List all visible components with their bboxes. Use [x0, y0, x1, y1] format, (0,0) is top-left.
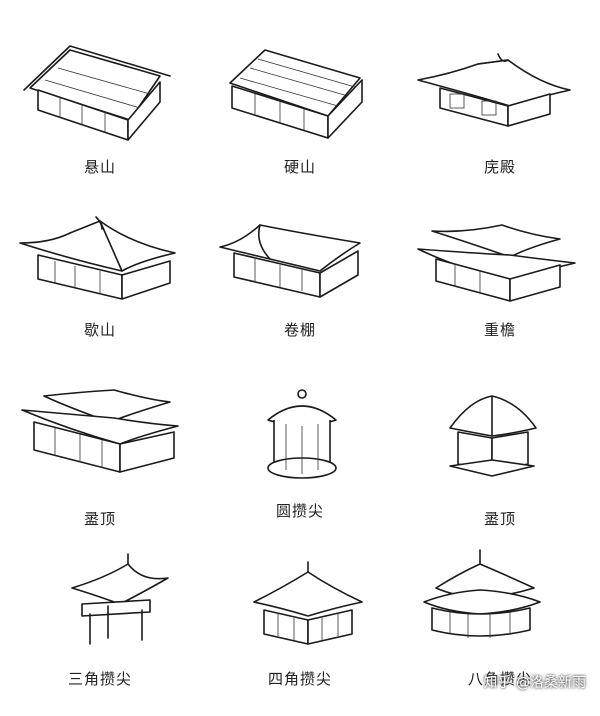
yingshan-drawing	[229, 49, 363, 139]
luding-1-drawing	[21, 389, 179, 473]
roof-type-luding-1: 盝顶	[0, 372, 200, 548]
roof-type-juanpeng: 卷棚	[200, 195, 400, 371]
roof-label: 悬山	[83, 158, 116, 176]
wudian-drawing	[417, 53, 571, 127]
roof-type-chongyan: 重檐	[400, 195, 600, 371]
roof-label: 盝顶	[483, 510, 516, 528]
roof-label: 八角攒尖	[467, 670, 532, 688]
roof-type-luding-2: 盝顶	[400, 372, 600, 548]
roof-label: 三角攒尖	[67, 670, 132, 688]
luding-2-drawing	[449, 395, 537, 477]
yuan-cuanjian-drawing	[267, 389, 337, 479]
xuanshan-drawing	[23, 45, 171, 141]
bajiao-cuanjian-drawing	[423, 549, 541, 638]
roof-type-xieshan: 歇山	[0, 195, 200, 371]
roof-type-yingshan: 硬山	[200, 20, 400, 196]
roof-type-wudian: 庑殿	[400, 20, 600, 196]
roof-type-bajiao-cuanjian: 八角攒尖	[400, 540, 600, 716]
roof-label: 盝顶	[83, 510, 116, 528]
roof-type-yuan-cuanjian: 圆攒尖	[200, 372, 400, 548]
sanjiao-cuanjian-drawing	[71, 553, 169, 645]
roof-label: 四角攒尖	[267, 670, 332, 688]
sijiao-cuanjian-drawing	[253, 561, 363, 645]
xieshan-drawing	[19, 216, 176, 300]
roof-label: 硬山	[283, 158, 316, 176]
roof-label: 歇山	[83, 321, 116, 339]
watermark: 知乎 @洛桑新雨	[483, 675, 586, 691]
chongyan-drawing	[417, 224, 576, 302]
roof-label: 庑殿	[483, 158, 516, 176]
roof-label: 重檐	[483, 321, 516, 339]
roof-type-xuanshan: 悬山	[0, 20, 200, 196]
roof-type-sanjiao-cuanjian: 三角攒尖	[0, 540, 200, 716]
roof-label: 卷棚	[283, 321, 316, 339]
juanpeng-drawing	[219, 224, 361, 298]
roof-type-sijiao-cuanjian: 四角攒尖	[200, 540, 400, 716]
roof-label: 圆攒尖	[275, 502, 324, 520]
